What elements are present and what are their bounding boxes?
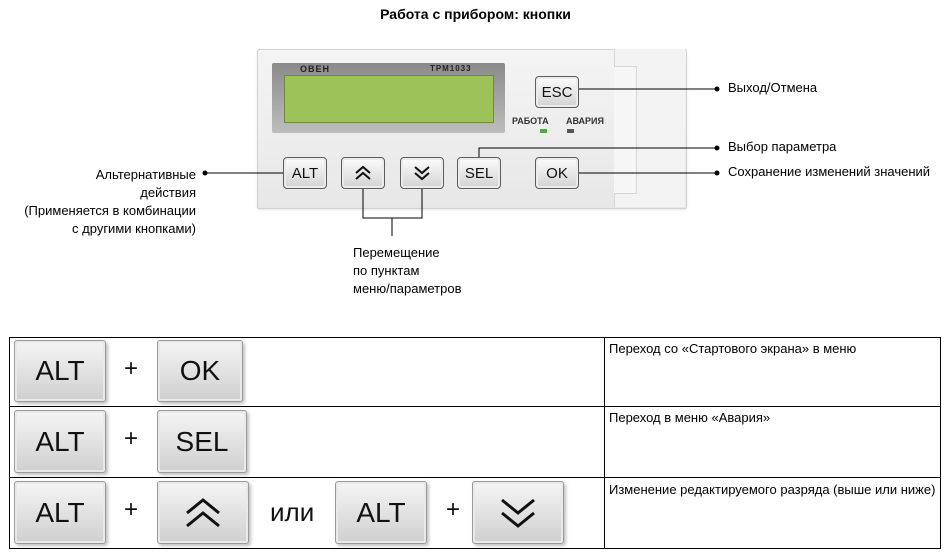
esc-pointer-dot xyxy=(714,86,720,92)
alt-description: Альтернативные действия (Применяется в к… xyxy=(0,166,196,238)
combination-table xyxy=(9,337,941,549)
nav-description: Перемещение по пунктам меню/параметров xyxy=(353,244,462,298)
nav-description-line: меню/параметров xyxy=(353,281,462,296)
nav-description-line: Перемещение xyxy=(353,245,440,260)
annotation-lines xyxy=(202,86,720,236)
alt-description-line: действия xyxy=(140,185,196,200)
led-alarm-indicator xyxy=(567,129,574,133)
sel-pointer-dot xyxy=(714,145,720,151)
sel-description: Выбор параметра xyxy=(728,139,837,154)
table-row-description: Изменение редактируемого разряда (выше и… xyxy=(609,482,936,497)
alt-description-line: (Применяется в комбинации xyxy=(24,203,196,218)
double-chevron-down-icon xyxy=(414,166,430,181)
lcd-display xyxy=(284,75,494,123)
table-row-description: Переход в меню «Авария» xyxy=(609,410,771,425)
alt-button[interactable]: ALT xyxy=(283,157,327,189)
brand-logo: ОВЕН xyxy=(300,64,331,74)
combo-alt-button: ALT xyxy=(14,481,106,544)
combo-alt-button: ALT xyxy=(14,410,106,473)
ok-pointer-dot xyxy=(714,170,720,176)
combo-down-button xyxy=(472,481,564,544)
combo-alt-button: ALT xyxy=(335,481,427,544)
sel-button[interactable]: SEL xyxy=(457,157,501,189)
alt-description-line: Альтернативные xyxy=(95,167,196,182)
up-button[interactable] xyxy=(341,157,385,189)
combo-alt-button: ALT xyxy=(14,340,106,402)
or-label: или xyxy=(270,497,315,527)
plus-sign: + xyxy=(124,496,139,523)
double-chevron-up-icon xyxy=(186,497,220,527)
led-work-label: РАБОТА xyxy=(512,116,549,126)
esc-button[interactable]: ESC xyxy=(535,76,579,108)
device-notch xyxy=(614,66,637,194)
plus-sign: + xyxy=(446,496,461,523)
table-column-divider xyxy=(604,337,605,549)
alt-description-line: с другими кнопками) xyxy=(72,221,196,236)
led-work-indicator xyxy=(540,129,547,133)
ok-description: Сохранение изменений значений xyxy=(728,164,931,179)
table-row-description: Переход со «Стартового экрана» в меню xyxy=(609,341,857,356)
page-title: Работа с прибором: кнопки xyxy=(380,6,571,22)
esc-description: Выход/Отмена xyxy=(728,80,818,95)
table-row-divider xyxy=(9,406,941,407)
double-chevron-up-icon xyxy=(355,165,371,180)
alt-pointer-dot xyxy=(202,170,208,176)
plus-sign: + xyxy=(124,425,139,452)
combo-sel-button: SEL xyxy=(157,410,247,473)
down-button[interactable] xyxy=(400,157,444,189)
plus-sign: + xyxy=(124,355,139,382)
table-row-divider xyxy=(9,477,941,478)
double-chevron-down-icon xyxy=(501,498,535,528)
ok-button[interactable]: OK xyxy=(535,157,579,189)
nav-description-line: по пунктам xyxy=(353,263,420,278)
led-alarm-label: АВАРИЯ xyxy=(566,116,604,126)
combo-ok-button: OK xyxy=(157,340,243,402)
combo-up-button xyxy=(157,481,249,544)
nav-bracket-line xyxy=(362,189,423,219)
sel-pointer-line xyxy=(478,147,717,157)
model-label: ТРМ1033 xyxy=(430,64,472,73)
